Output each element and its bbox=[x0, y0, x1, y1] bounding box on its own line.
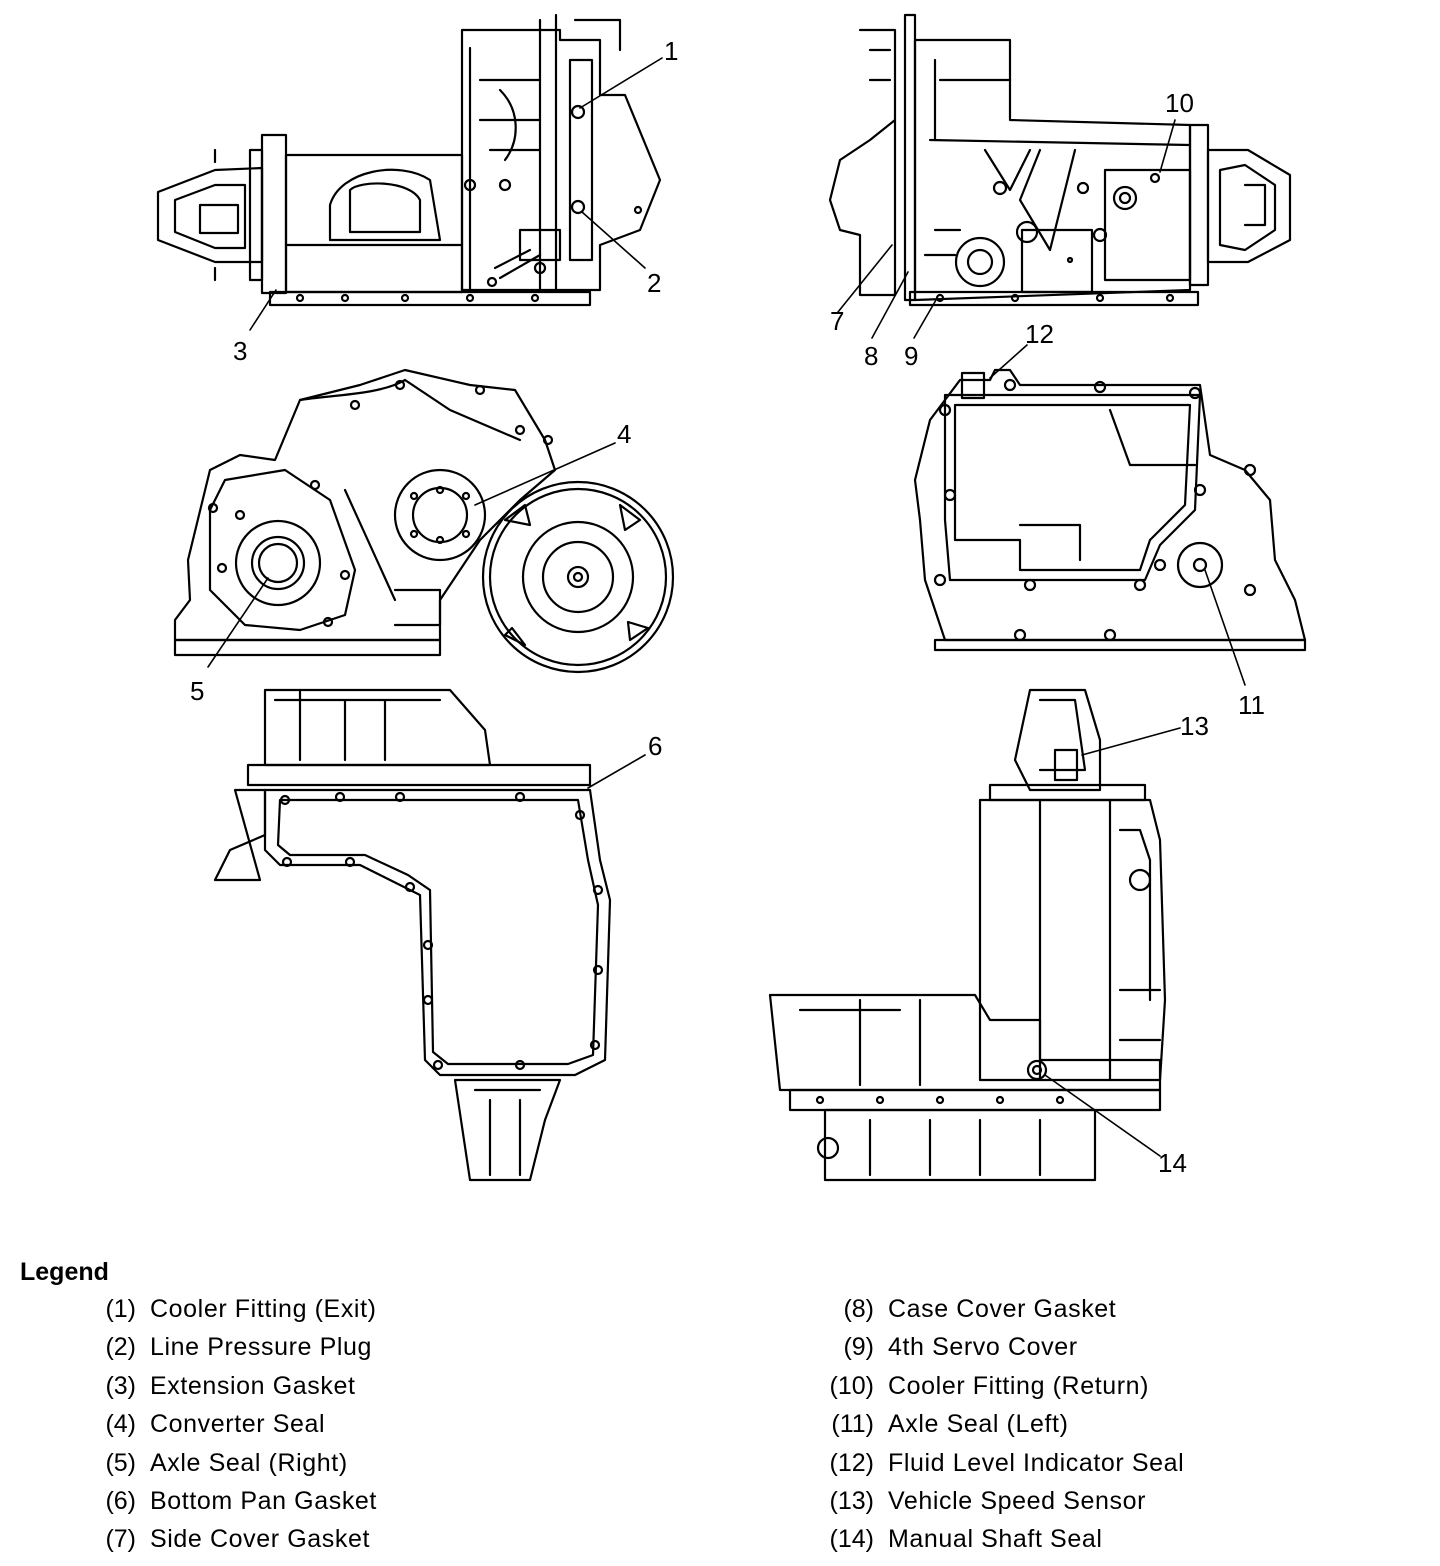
callout-3: 3 bbox=[233, 336, 247, 366]
callout-11: 11 bbox=[1238, 690, 1265, 720]
legend-item-label: Vehicle Speed Sensor bbox=[888, 1486, 1147, 1515]
legend-item: (11) Axle Seal (Left) bbox=[822, 1405, 1184, 1443]
legend-item: (2) Line Pressure Plug bbox=[84, 1328, 377, 1366]
legend-item: (7) Side Cover Gasket bbox=[84, 1520, 377, 1558]
legend-item-number: (5) bbox=[105, 1448, 136, 1477]
legend-item-label: Axle Seal (Right) bbox=[150, 1448, 348, 1477]
legend-item-label: Case Cover Gasket bbox=[888, 1295, 1117, 1323]
legend-item-number: (10) bbox=[829, 1371, 874, 1400]
legend-item-number: (8) bbox=[843, 1295, 874, 1323]
view-case-cover bbox=[913, 368, 1307, 652]
callout-14: 14 bbox=[1158, 1148, 1187, 1178]
legend-item-label: Bottom Pan Gasket bbox=[150, 1486, 377, 1515]
legend-item-number: (1) bbox=[105, 1295, 136, 1323]
legend-item-number: (7) bbox=[105, 1525, 136, 1554]
legend-item-number: (11) bbox=[831, 1410, 874, 1439]
legend-item: (4) Converter Seal bbox=[84, 1405, 377, 1443]
legend-item-label: Axle Seal (Left) bbox=[888, 1410, 1069, 1439]
legend-item-number: (13) bbox=[829, 1486, 874, 1515]
callout-6: 6 bbox=[648, 731, 662, 761]
legend-item: (14) Manual Shaft Seal bbox=[822, 1520, 1184, 1558]
view-front-converter bbox=[173, 368, 675, 674]
legend-item: (3) Extension Gasket bbox=[84, 1367, 377, 1405]
legend-item: (12) Fluid Level Indicator Seal bbox=[822, 1444, 1184, 1482]
legend-item: (6) Bottom Pan Gasket bbox=[84, 1482, 377, 1520]
legend-item-label: Side Cover Gasket bbox=[150, 1525, 371, 1554]
legend-item-label: 4th Servo Cover bbox=[888, 1333, 1078, 1362]
view-side-right bbox=[828, 13, 1292, 307]
callout-5: 5 bbox=[190, 676, 204, 706]
legend-item-label: Line Pressure Plug bbox=[150, 1333, 373, 1362]
callout-13: 13 bbox=[1180, 711, 1209, 741]
legend-item-number: (12) bbox=[829, 1448, 874, 1477]
callout-8: 8 bbox=[864, 341, 878, 371]
legend-item-label: Extension Gasket bbox=[150, 1371, 356, 1400]
legend-title: Legend bbox=[20, 1258, 109, 1286]
legend-item-label: Fluid Level Indicator Seal bbox=[888, 1448, 1185, 1477]
legend-item: (10) Cooler Fitting (Return) bbox=[822, 1367, 1184, 1405]
callout-9: 9 bbox=[904, 341, 918, 371]
legend-item-label: Manual Shaft Seal bbox=[888, 1525, 1103, 1554]
legend-item-number: (3) bbox=[105, 1371, 136, 1400]
legend-item-label: Cooler Fitting (Return) bbox=[888, 1371, 1150, 1400]
callout-1: 1 bbox=[664, 36, 678, 66]
view-end-vss bbox=[768, 688, 1167, 1182]
legend-item: (5) Axle Seal (Right) bbox=[84, 1444, 377, 1482]
view-bottom-pan bbox=[213, 688, 612, 1182]
callout-7: 7 bbox=[830, 306, 844, 336]
legend-item-number: (9) bbox=[843, 1333, 874, 1362]
callouts: 1 2 3 4 5 6 7 8 9 10 11 12 13 14 bbox=[190, 36, 1265, 1178]
callout-2: 2 bbox=[647, 268, 661, 298]
legend-item: (8) Case Cover Gasket bbox=[822, 1290, 1184, 1328]
legend-item-number: (6) bbox=[105, 1486, 136, 1515]
legend-item-number: (14) bbox=[829, 1525, 874, 1554]
legend-item: (9) 4th Servo Cover bbox=[822, 1328, 1184, 1366]
legend-item-label: Converter Seal bbox=[150, 1410, 326, 1439]
legend-column-right: (8)Case Cover Gasket (9)4th Servo Cover … bbox=[822, 1290, 1184, 1559]
legend-item-number: (4) bbox=[105, 1410, 136, 1439]
callout-10: 10 bbox=[1165, 88, 1194, 118]
legend-column-left: (1) Cooler Fitting (Exit) (2) Line Pressur… bbox=[84, 1290, 377, 1559]
legend-item: (13) Vehicle Speed Sensor bbox=[822, 1482, 1184, 1520]
view-side-left bbox=[156, 13, 662, 307]
callout-4: 4 bbox=[617, 419, 631, 449]
legend-item-number: (2) bbox=[105, 1333, 136, 1362]
legend-item: (1) Cooler Fitting (Exit) bbox=[84, 1290, 377, 1328]
callout-12: 12 bbox=[1025, 319, 1054, 349]
legend-item-label: Cooler Fitting (Exit) bbox=[150, 1295, 377, 1323]
leader-lines bbox=[207, 57, 1246, 1157]
transmission-seal-locations-drawing: 1 2 3 4 5 6 7 8 9 10 11 12 13 14 bbox=[156, 13, 1307, 1182]
